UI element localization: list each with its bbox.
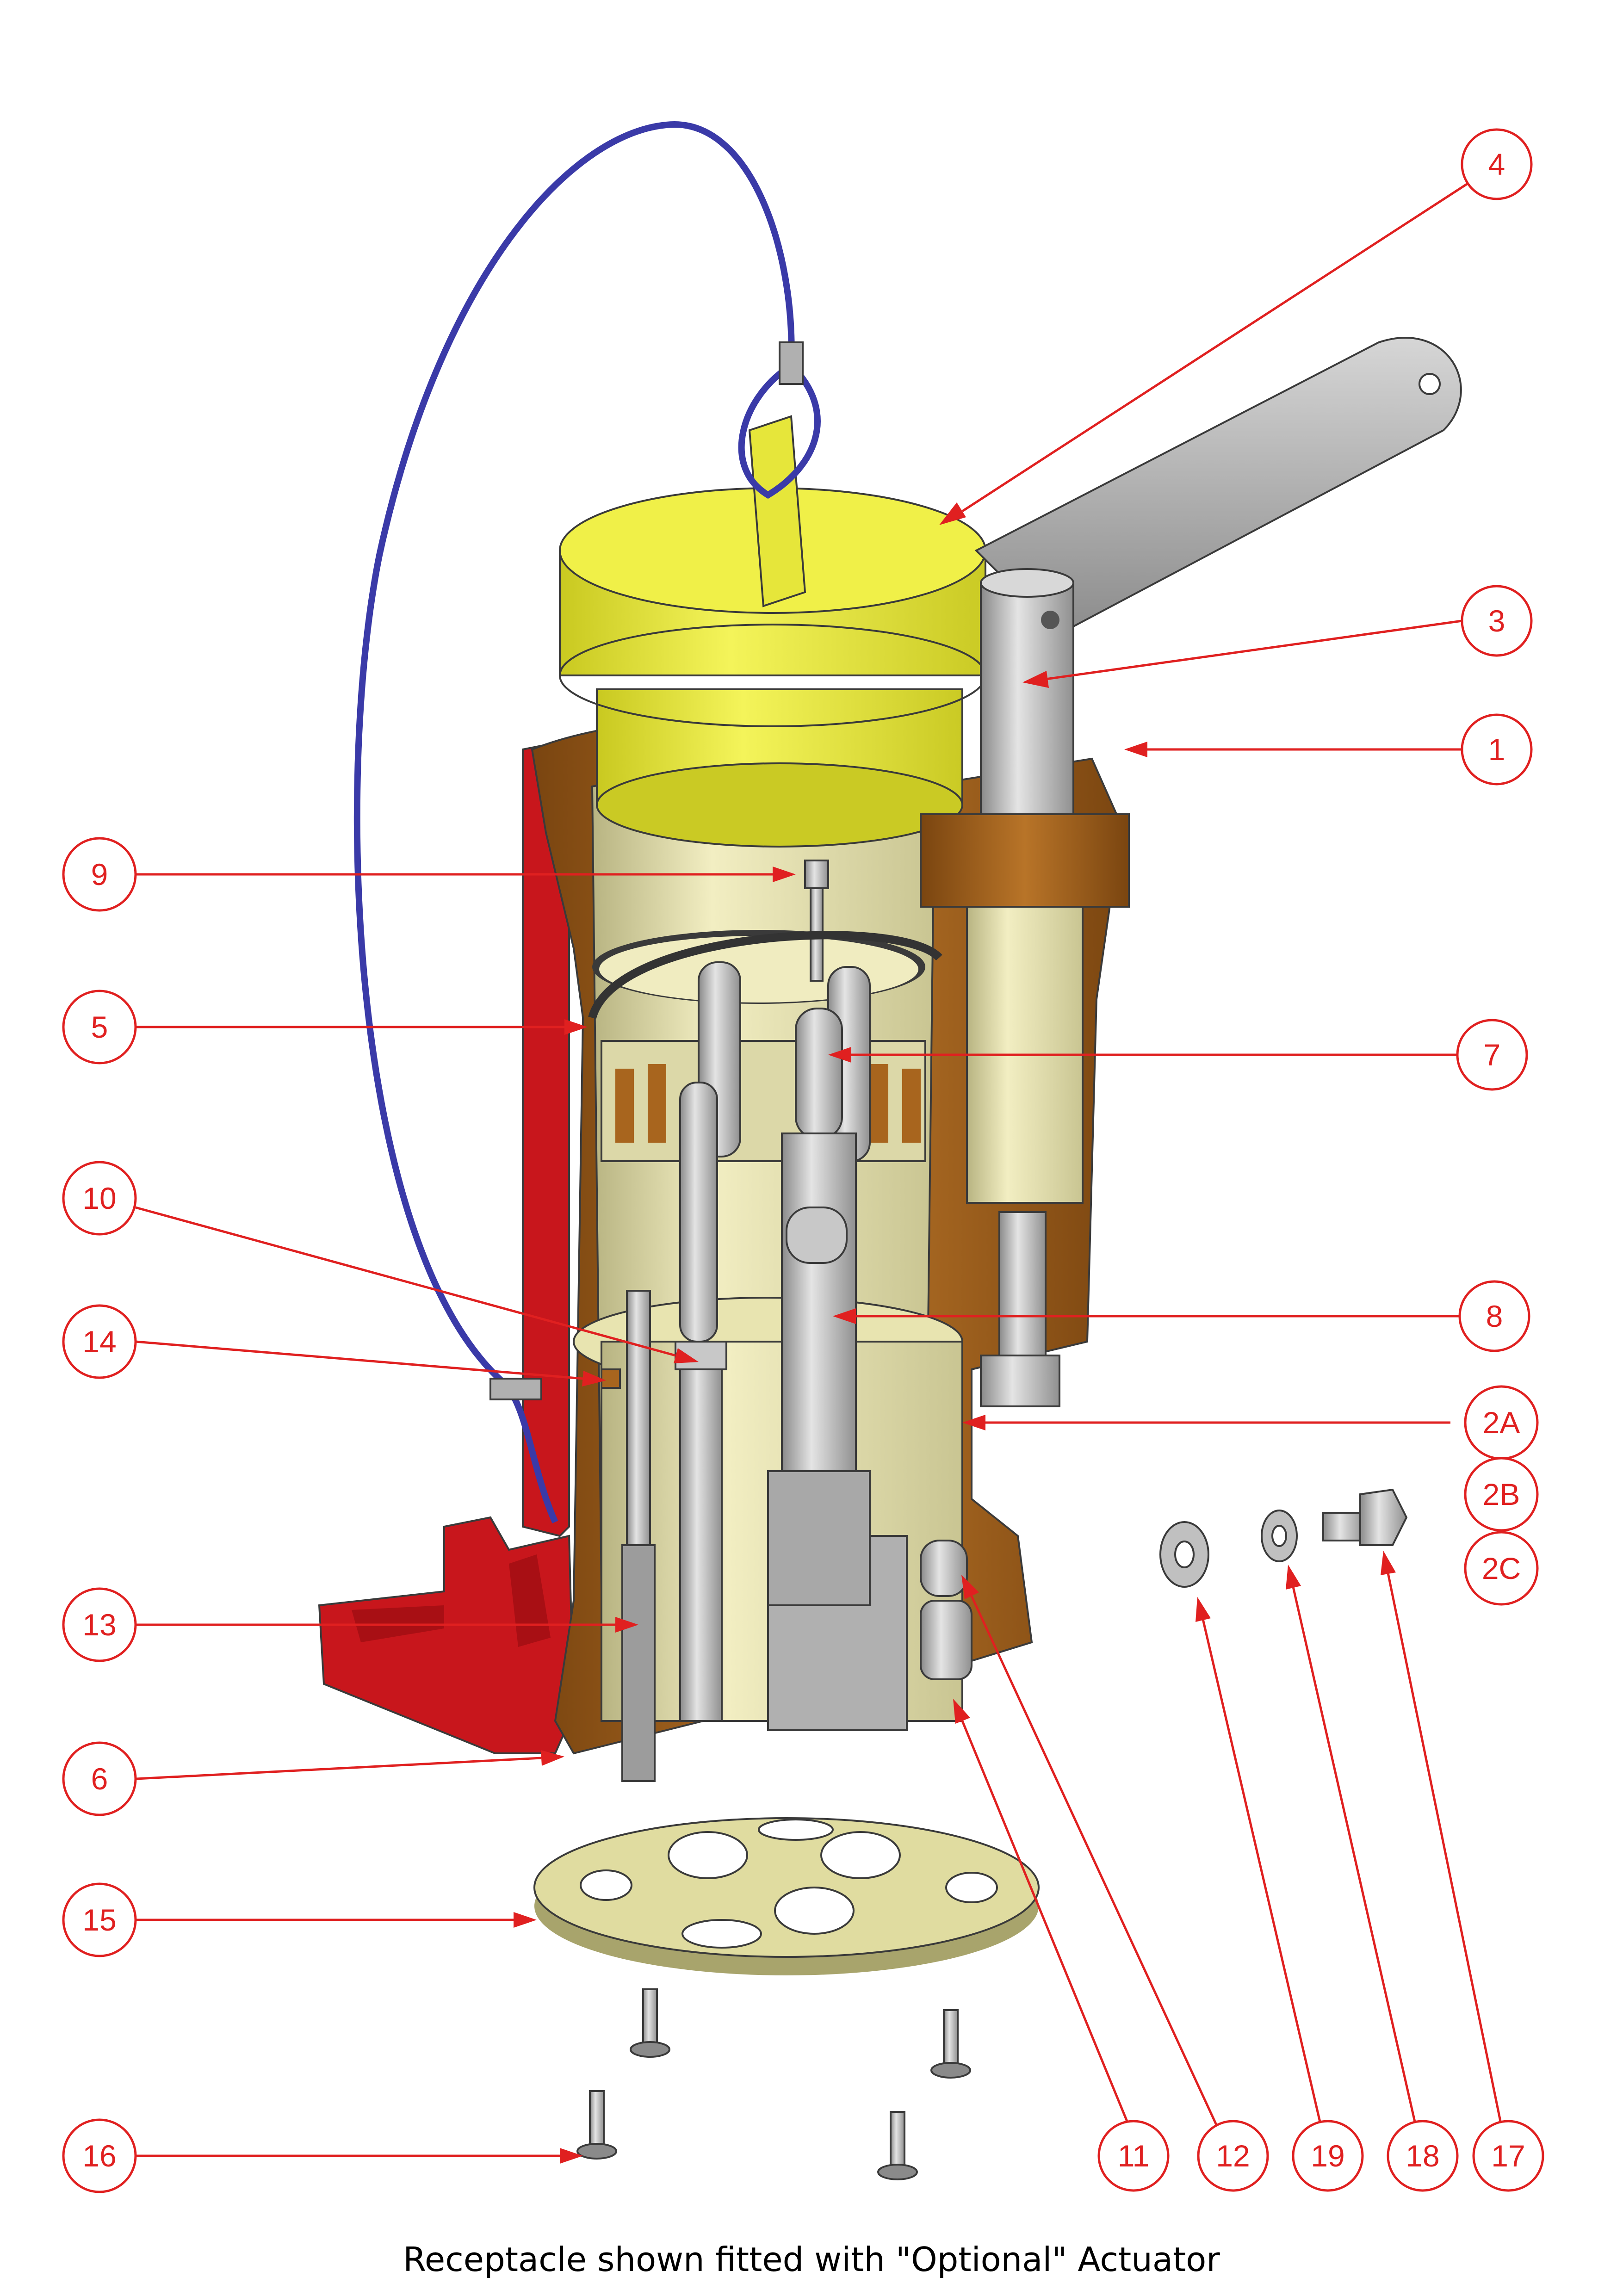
svg-text:7: 7 <box>1484 1038 1501 1072</box>
leader-9 <box>136 866 796 882</box>
callout-14: 14 <box>62 1304 137 1379</box>
callout-4: 4 <box>1461 128 1533 200</box>
leader-17 <box>1381 1551 1503 2126</box>
svg-text:14: 14 <box>82 1324 116 1359</box>
lanyard-cable <box>353 121 795 1523</box>
assembly-illustration <box>318 121 1462 2180</box>
svg-text:2C: 2C <box>1482 1551 1521 1585</box>
leader-18 <box>1286 1565 1417 2126</box>
svg-text:15: 15 <box>82 1903 116 1937</box>
svg-text:6: 6 <box>91 1762 108 1796</box>
leader-8 <box>833 1308 1460 1324</box>
svg-text:2B: 2B <box>1483 1477 1520 1511</box>
leader-4 <box>939 181 1470 525</box>
inner-sleeve <box>573 930 963 1731</box>
callout-15: 15 <box>62 1882 137 1957</box>
svg-text:11: 11 <box>1118 2139 1150 2173</box>
lanyard-end-ferrule <box>489 1378 542 1400</box>
svg-text:16: 16 <box>82 2139 116 2173</box>
bearing-cage <box>615 1064 921 1143</box>
lanyard-ferrule <box>779 341 804 385</box>
contact-pins <box>675 961 871 1722</box>
callout-5: 5 <box>62 990 137 1064</box>
callout-17: 17 <box>1472 2120 1544 2192</box>
fasteners <box>1159 1488 1408 1588</box>
callout-6: 6 <box>62 1741 137 1816</box>
leader-lines <box>135 181 1503 2164</box>
svg-text:17: 17 <box>1491 2139 1525 2173</box>
drawing-caption: Receptacle shown fitted with "Optional" … <box>403 2240 1220 2279</box>
svg-text:2A: 2A <box>1483 1405 1520 1440</box>
callout-18: 18 <box>1387 2120 1459 2192</box>
leader-3 <box>1022 619 1462 688</box>
svg-text:18: 18 <box>1406 2139 1439 2173</box>
leader-2A <box>962 1415 1450 1430</box>
svg-text:19: 19 <box>1311 2139 1344 2173</box>
svg-text:10: 10 <box>82 1181 116 1215</box>
leader-1 <box>1124 742 1462 757</box>
callout-11: 11 <box>1097 2120 1170 2192</box>
svg-text:4: 4 <box>1488 147 1505 181</box>
mounting-plate <box>533 1817 1040 1975</box>
callout-2B: 2B <box>1464 1457 1539 1532</box>
leader-13 <box>136 1617 638 1633</box>
leader-14 <box>135 1340 606 1386</box>
callout-balloons: 4 3 1 9 5 7 10 8 14 2A 2B 2C 13 6 15 16 … <box>62 128 1544 2193</box>
callout-19: 19 <box>1292 2120 1364 2192</box>
leader-19 <box>1196 1597 1322 2126</box>
leader-7 <box>828 1047 1457 1063</box>
svg-text:8: 8 <box>1486 1299 1503 1333</box>
leader-12 <box>961 1575 1218 2127</box>
callout-9: 9 <box>62 837 137 912</box>
leader-11 <box>953 1699 1130 2126</box>
svg-text:5: 5 <box>91 1010 108 1044</box>
leader-6 <box>136 1750 564 1780</box>
countersunk-screws <box>576 1988 971 2180</box>
svg-text:3: 3 <box>1488 604 1505 638</box>
callout-2C: 2C <box>1464 1531 1539 1606</box>
leader-15 <box>136 1912 537 1928</box>
callout-13: 13 <box>62 1587 137 1662</box>
callout-8: 8 <box>1458 1280 1530 1352</box>
svg-text:12: 12 <box>1216 2139 1250 2173</box>
callout-3: 3 <box>1461 585 1533 657</box>
leader-16 <box>136 2148 583 2164</box>
callout-7: 7 <box>1456 1019 1528 1091</box>
lanyard-loop <box>738 363 821 499</box>
leader-10 <box>135 1206 699 1363</box>
callout-12: 12 <box>1197 2120 1269 2192</box>
yellow-dust-cap <box>559 415 986 848</box>
svg-text:13: 13 <box>82 1608 116 1642</box>
side-plunger <box>920 1540 973 1680</box>
actuator-lever <box>920 337 1462 1407</box>
callout-16: 16 <box>62 2118 137 2193</box>
retaining-ring <box>588 931 942 1019</box>
threaded-rod <box>601 1290 656 1782</box>
leader-5 <box>136 1019 588 1035</box>
callout-1: 1 <box>1461 713 1533 786</box>
svg-text:9: 9 <box>91 857 108 891</box>
callout-10: 10 <box>62 1161 137 1236</box>
callout-2A: 2A <box>1464 1385 1539 1460</box>
svg-text:1: 1 <box>1488 732 1505 767</box>
